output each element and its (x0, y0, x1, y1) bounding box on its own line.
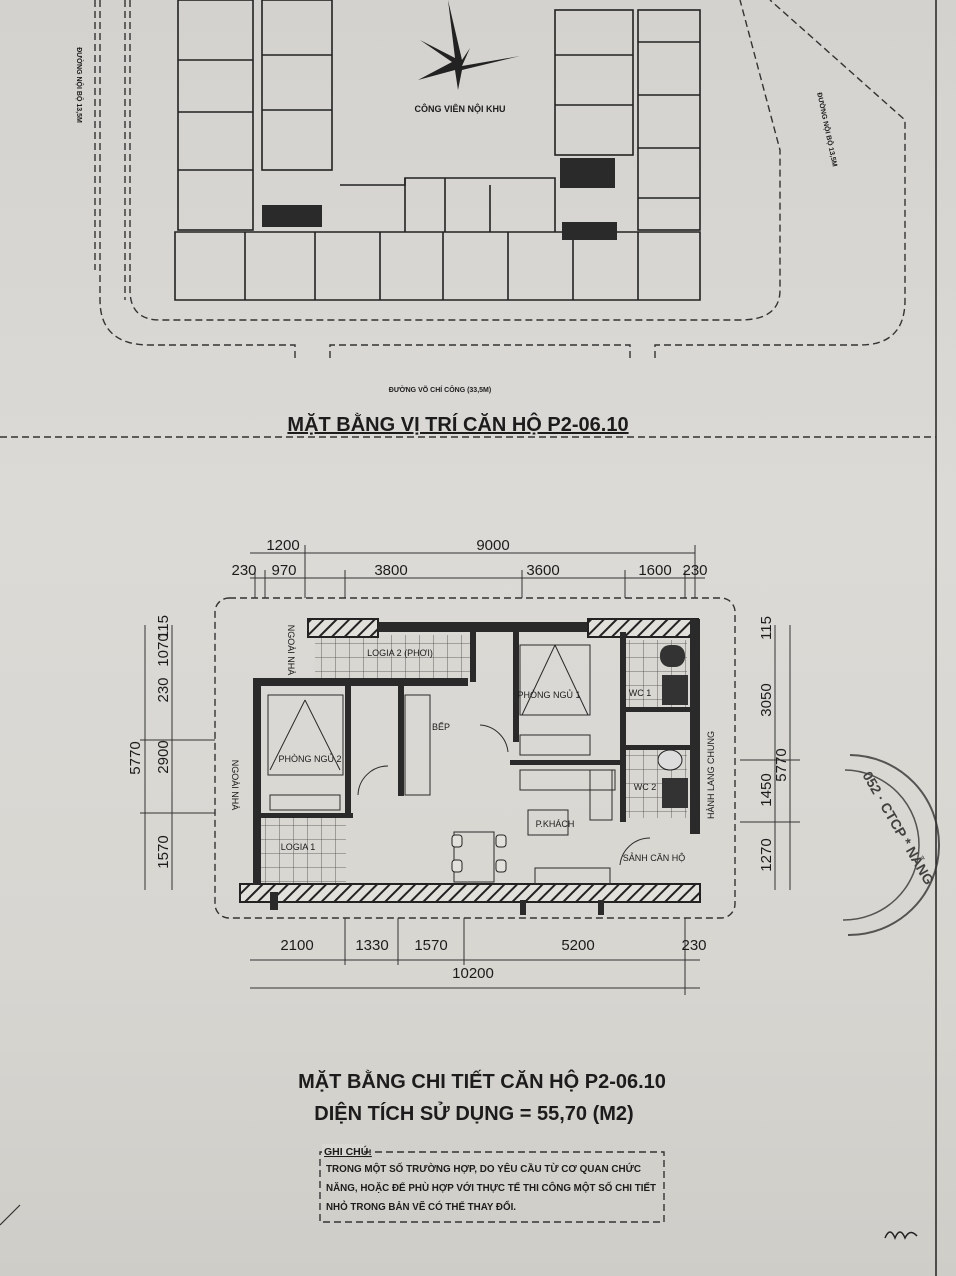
compass-rose-icon (418, 0, 520, 90)
notes-line-1: TRONG MỘT SỐ TRƯỜNG HỢP, DO YÊU CẦU TỪ C… (326, 1161, 641, 1175)
stamp-text: 052 · CTCP * NẴNG (859, 769, 937, 888)
dim-right-5770: 5770 (773, 748, 790, 781)
dim-bottom-5200: 5200 (561, 937, 594, 954)
site-plan: CÔNG VIÊN NỘI KHU ĐƯỜNG NỘI BỘ 13,5M ĐƯỜ… (0, 0, 936, 438)
dim-top-230: 230 (231, 562, 256, 579)
dim-bottom-10200: 10200 (452, 965, 494, 982)
label-logia-1: LOGIA 1 (281, 842, 316, 852)
dim-left-1070: 1070 (155, 633, 172, 666)
dim-bottom-2100: 2100 (280, 937, 313, 954)
dim-top-3600: 3600 (526, 562, 559, 579)
road-left-label: ĐƯỜNG NỘI BỘ 13,5M (75, 47, 84, 123)
dim-left-2900: 2900 (155, 740, 172, 773)
floor-plan-title: MẶT BẰNG CHI TIẾT CĂN HỘ P2-06.10 (298, 1069, 666, 1093)
notes-line-2: NĂNG, HOẶC ĐỂ PHÙ HỢP VỚI THỰC TẾ THI CÔ… (326, 1180, 657, 1194)
dim-bottom-1570: 1570 (414, 937, 447, 954)
site-plan-title: MẶT BẰNG VỊ TRÍ CĂN HỘ P2-06.10 (287, 412, 628, 436)
label-lobby: SẢNH CĂN HỘ (623, 852, 686, 863)
label-bedroom-1: PHÒNG NGỦ 1 (517, 689, 580, 700)
pen-mark (0, 1204, 21, 1226)
dim-top-9000: 9000 (476, 537, 509, 554)
dim-left-115: 115 (155, 615, 172, 639)
park-label: CÔNG VIÊN NỘI KHU (414, 103, 505, 114)
label-kitchen: BẾP (432, 722, 450, 732)
usable-area: DIỆN TÍCH SỬ DỤNG = 55,70 (M2) (314, 1101, 633, 1125)
road-bottom-label: ĐƯỜNG VÕ CHÍ CÔNG (33,5M) (389, 385, 491, 394)
dim-left-230: 230 (155, 677, 172, 702)
dim-bottom-1330: 1330 (355, 937, 388, 954)
unit-boundary (214, 597, 736, 919)
label-bedroom-2: PHÒNG NGỦ 2 (278, 753, 341, 764)
dim-right-115: 115 (758, 616, 775, 640)
label-outside-top: NGOÀI NHÀ (286, 625, 296, 676)
label-corridor: HÀNH LANG CHUNG (706, 731, 716, 819)
dim-left-1570: 1570 (155, 835, 172, 868)
label-living-room: P.KHÁCH (536, 819, 575, 829)
floor-plan: 1200 9000 230 970 3800 3600 1600 230 210… (127, 537, 800, 1125)
notes-box: GHI CHÚ: TRONG MỘT SỐ TRƯỜNG HỢP, DO YÊU… (319, 1144, 665, 1223)
label-outside-left: NGOÀI NHÀ (230, 760, 240, 811)
road-right-label: ĐƯỜNG NỘI BỘ 13,5M (815, 92, 840, 168)
signature (884, 1231, 918, 1240)
label-wc-2: WC 2 (634, 782, 657, 792)
dim-right-1270: 1270 (758, 838, 775, 871)
label-logia-2: LOGIA 2 (PHƠI) (367, 648, 433, 658)
notes-line-3: NHỎ TRONG BẢN VẼ CÓ THỂ THAY ĐỔI. (326, 1200, 516, 1213)
toilet-icon (657, 645, 685, 771)
dim-left-5770: 5770 (127, 741, 144, 774)
dim-top-1200: 1200 (266, 537, 299, 554)
dim-right-1450: 1450 (758, 773, 775, 806)
dim-top-230-right: 230 (682, 562, 707, 579)
dim-right-3050: 3050 (758, 683, 775, 716)
washer-icon-2 (662, 778, 688, 808)
washer-icon (662, 675, 688, 705)
dim-top-1600: 1600 (638, 562, 671, 579)
company-stamp: 052 · CTCP * NẴNG (842, 754, 940, 937)
dim-top-3800: 3800 (374, 562, 407, 579)
dim-top-970: 970 (271, 562, 296, 579)
label-wc-1: WC 1 (629, 688, 652, 698)
dim-bottom-230: 230 (681, 937, 706, 954)
notes-heading: GHI CHÚ: (324, 1145, 372, 1158)
